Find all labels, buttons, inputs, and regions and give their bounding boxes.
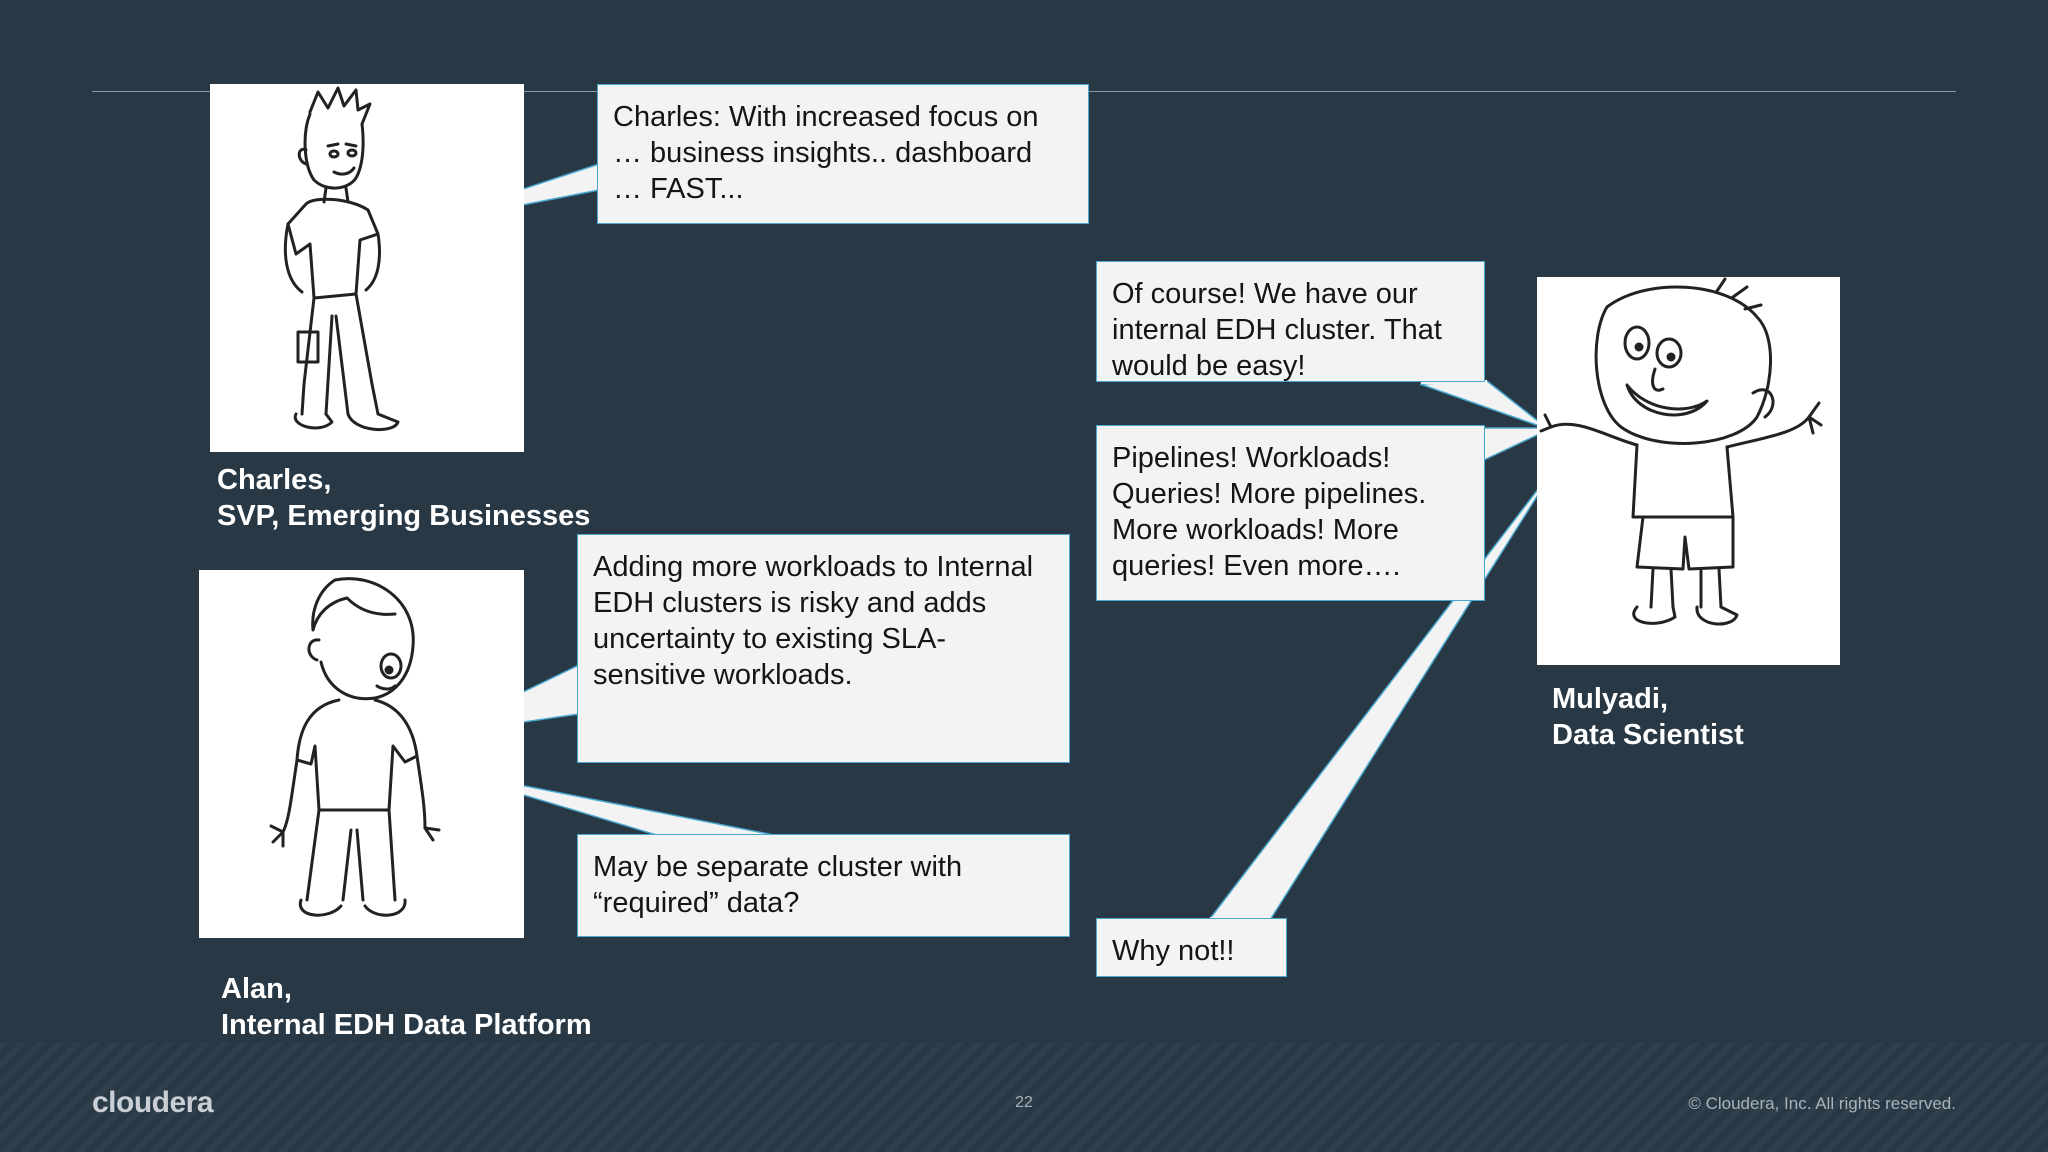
- tail-mulyadi-easy: [1419, 380, 1549, 430]
- sad-boy-illustration: [269, 577, 441, 917]
- caption-mulyadi: Mulyadi, Data Scientist: [1552, 683, 1744, 751]
- cloudera-logo: cloudera: [92, 1086, 214, 1119]
- footer-band: [0, 1043, 2048, 1152]
- copyright-notice: © Cloudera, Inc. All rights reserved.: [1688, 1094, 1956, 1113]
- bubble-alan-separate: May be separate cluster with “required” …: [577, 834, 1070, 937]
- mulyadi-portrait: [1537, 277, 1840, 665]
- page-number: 22: [1015, 1094, 1033, 1111]
- charles-portrait: [210, 84, 524, 452]
- teen-boy-illustration: [283, 86, 400, 432]
- alan-portrait: [199, 570, 524, 938]
- happy-boy-illustration: [1539, 277, 1823, 626]
- bubble-mulyadi-easy: Of course! We have our internal EDH clus…: [1096, 261, 1485, 382]
- bubble-alan-risky: Adding more workloads to Internal EDH cl…: [577, 534, 1070, 763]
- bubble-mulyadi-why-not: Why not!!: [1096, 918, 1287, 977]
- bubble-mulyadi-pipelines: Pipelines! Workloads! Queries! More pipe…: [1096, 425, 1485, 601]
- bubble-charles-focus: Charles: With increased focus on … busin…: [597, 84, 1089, 224]
- caption-charles: Charles, SVP, Emerging Businesses: [217, 464, 591, 532]
